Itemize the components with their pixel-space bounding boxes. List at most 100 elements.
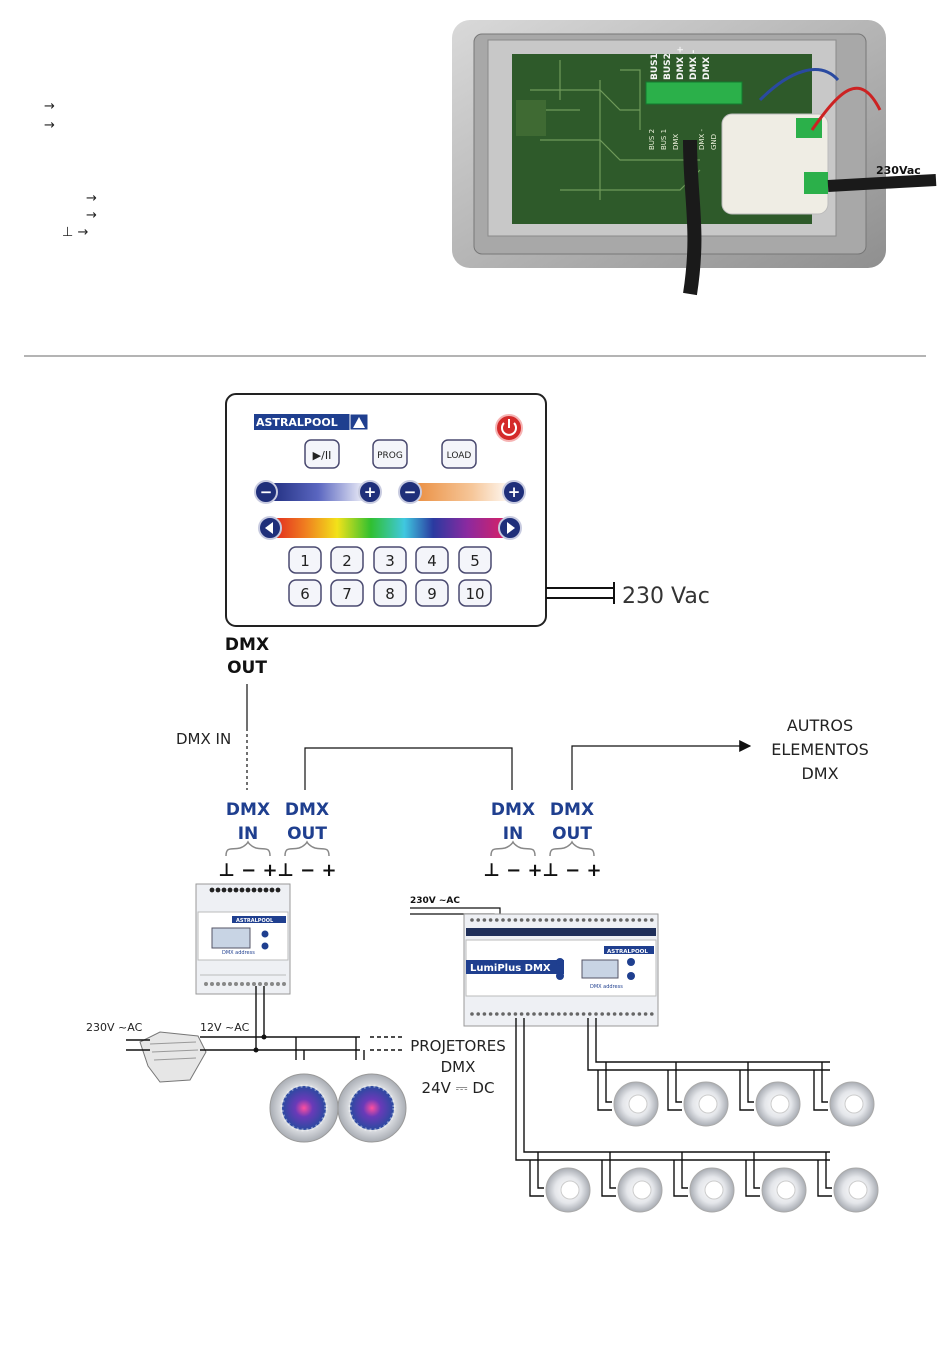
- terminal-screw: [563, 1012, 567, 1016]
- terminal-screw: [470, 918, 474, 922]
- terminal-screw: [507, 1012, 512, 1016]
- terminal-screw: [538, 1012, 542, 1016]
- terminal-screw: [631, 1012, 635, 1016]
- power-module: [721, 113, 829, 215]
- terminal-screw: [282, 982, 286, 986]
- terminal-screw: [544, 918, 549, 922]
- ac-wiring: [126, 986, 402, 1060]
- number-button-1[interactable]: 1: [288, 546, 322, 574]
- svg-text:ASTRALPOOL: ASTRALPOOL: [607, 949, 648, 955]
- terminal-symbols: ⊥ − +: [483, 860, 542, 881]
- terminal-screw: [251, 887, 257, 893]
- load-button[interactable]: LOAD: [441, 439, 477, 469]
- orange-intensity-bar: [410, 483, 514, 501]
- pool-projector: [269, 1073, 339, 1143]
- terminal-screw: [550, 918, 555, 922]
- terminal-screw: [612, 1012, 617, 1016]
- dmx-cable: [683, 139, 702, 296]
- number-button-6[interactable]: 6: [288, 579, 322, 607]
- terminal-screw: [600, 918, 604, 922]
- silk-label: GND: [710, 134, 718, 150]
- terminal-screw: [519, 918, 524, 922]
- svg-text:DMX address: DMX address: [590, 984, 623, 990]
- other-elements-label: DMX: [801, 764, 838, 783]
- led-spot-lamp: [739, 1062, 801, 1127]
- number-label: 1: [300, 552, 310, 570]
- terminal-screw: [276, 982, 280, 986]
- number-button-4[interactable]: 4: [415, 546, 449, 574]
- svg-text:LumiPlus DMX: LumiPlus DMX: [470, 963, 551, 974]
- number-button-5[interactable]: 5: [458, 546, 492, 574]
- led-spot-lamp: [529, 1152, 591, 1213]
- terminal-screw: [252, 982, 256, 986]
- led-spot-lamp: [817, 1152, 879, 1213]
- pcb-label: DMX +: [676, 46, 686, 80]
- controller-power-label: 230 Vac: [622, 584, 710, 609]
- led-spot-lamp: [667, 1062, 729, 1127]
- color-spectrum-bar: [270, 518, 510, 538]
- decoder-in-label: DMX: [491, 800, 535, 820]
- number-button-3[interactable]: 3: [373, 546, 407, 574]
- plus-icon[interactable]: [358, 480, 382, 504]
- blue-intensity-bar: [266, 483, 370, 501]
- projectors-label: 24V ⎓ DC: [422, 1079, 495, 1097]
- pcb-label: BUS1: [650, 53, 660, 80]
- terminal-screw: [269, 887, 275, 893]
- terminal-screw: [619, 1012, 623, 1016]
- terminal-screw: [228, 982, 232, 986]
- plus-icon[interactable]: [502, 480, 526, 504]
- prog-button[interactable]: PROG: [372, 439, 408, 469]
- terminal-symbols: ⊥ − +: [542, 860, 601, 881]
- terminal-screw: [222, 982, 226, 986]
- module-terminal: [804, 172, 828, 194]
- terminal-screw: [637, 1012, 642, 1016]
- terminal-symbols: ⊥ − +: [218, 860, 277, 881]
- terminal-screw: [513, 1012, 518, 1016]
- pcb-label: BUS2: [663, 53, 673, 80]
- controller-panel: ASTRALPOOL ▶/II PROG LOAD − + − +: [225, 393, 710, 627]
- number-button-9[interactable]: 9: [415, 579, 449, 607]
- terminal-screw: [495, 918, 499, 922]
- play-pause-button[interactable]: ▶/II: [304, 439, 340, 469]
- led-spot-lamp: [673, 1152, 735, 1213]
- led-spot-lamp: [601, 1152, 663, 1213]
- number-button-7[interactable]: 7: [330, 579, 364, 607]
- number-button-10[interactable]: 10: [458, 579, 492, 607]
- plus-sign: +: [508, 483, 521, 501]
- pcb-photo: BUS1 BUS2 DMX + DMX - DMX BUS 2 BUS 1 DM…: [452, 20, 937, 296]
- terminal-screw: [650, 1012, 654, 1016]
- terminal-screw: [588, 918, 592, 922]
- decoder-out-label: OUT: [287, 824, 327, 844]
- pcb-label: DMX: [702, 57, 712, 80]
- number-button-2[interactable]: 2: [330, 546, 364, 574]
- minus-sign: −: [260, 483, 273, 501]
- number-label: 9: [427, 585, 437, 603]
- terminal-screw: [209, 887, 215, 893]
- terminal-screw: [501, 1012, 505, 1016]
- led-spot-lamp: [813, 1062, 875, 1127]
- terminal-screw: [544, 1012, 549, 1016]
- pcb-chip: [516, 100, 546, 136]
- number-button-8[interactable]: 8: [373, 579, 407, 607]
- terminal-screw: [575, 918, 580, 922]
- terminal-screw: [233, 887, 239, 893]
- lumiplus-power-label: 230V ~AC: [410, 896, 460, 906]
- minus-icon[interactable]: [398, 480, 422, 504]
- note-arrow: →: [44, 99, 55, 114]
- terminal-screw: [563, 918, 567, 922]
- number-label: 6: [300, 585, 310, 603]
- decoder-out-label: OUT: [552, 824, 592, 844]
- terminal-screw: [594, 1012, 598, 1016]
- terminal-screw: [532, 918, 536, 922]
- small-dmx-decoder: ASTRALPOOL DMX address: [195, 883, 291, 995]
- terminal-screw: [210, 982, 214, 986]
- terminal-screw: [263, 887, 269, 893]
- decoder-out-label: DMX: [285, 800, 329, 820]
- lumiplus-dmx-unit: LumiPlus DMX ASTRALPOOL DMX address: [463, 913, 659, 1027]
- minus-sign: −: [404, 483, 417, 501]
- lumiplus-output-wiring: [515, 1018, 830, 1161]
- terminal-screw: [643, 1012, 648, 1016]
- brand-badge: [254, 414, 350, 430]
- minus-icon[interactable]: [254, 480, 278, 504]
